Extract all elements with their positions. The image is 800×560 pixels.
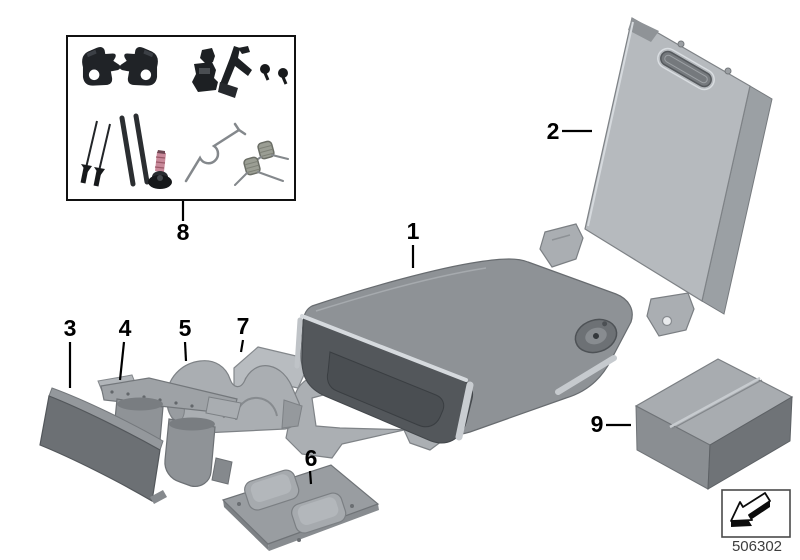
callout-2-label[interactable]: 2 <box>547 118 560 144</box>
kit-hook-bracket-right <box>119 47 158 86</box>
callout-1: 1 <box>407 218 420 268</box>
part-8-hardware-kit <box>66 35 296 201</box>
kit-clip <box>192 48 218 92</box>
kit-pin-2 <box>93 123 111 187</box>
callout-1-label[interactable]: 1 <box>407 218 420 244</box>
callout-9-label[interactable]: 9 <box>591 411 604 437</box>
doc-number: 506302 <box>732 538 782 555</box>
plate-bump-2 <box>291 492 347 534</box>
callouts: 1 2 3 4 5 6 7 8 <box>64 118 631 485</box>
armrest-pad-recess <box>326 351 445 428</box>
cup-well-2 <box>164 418 216 487</box>
kit-pin-1 <box>80 120 98 184</box>
panel-right-foot <box>646 292 695 337</box>
panel-left-foot <box>539 223 584 268</box>
callout-5-label[interactable]: 5 <box>179 315 192 341</box>
kit-torsion-spring-2 <box>234 156 284 186</box>
callout-4-label[interactable]: 4 <box>119 315 132 341</box>
part-3-cover-flap <box>39 387 167 504</box>
callout-2: 2 <box>547 118 592 144</box>
diagram-link-arrow-icon <box>730 492 771 527</box>
callout-7: 7 <box>237 313 250 353</box>
callout-7-label[interactable]: 7 <box>237 313 250 339</box>
callout-4: 4 <box>119 315 132 381</box>
kit-screw-small-2 <box>278 68 288 85</box>
panel-handle-slot <box>657 47 715 91</box>
part-2-rear-panel <box>539 17 773 337</box>
callout-8: 8 <box>177 201 190 245</box>
kit-bolt <box>148 150 172 189</box>
part-1-armrest <box>294 258 633 444</box>
part-5-insert <box>166 360 303 434</box>
part-9-box <box>634 358 794 490</box>
callout-6-label[interactable]: 6 <box>305 445 318 471</box>
kit-lever <box>218 46 252 98</box>
diagram-footer: 506302 <box>721 489 791 555</box>
plate-bump-1 <box>244 469 300 511</box>
kit-rod-2 <box>133 113 150 185</box>
kit-wire-spring <box>184 122 247 183</box>
kit-hook-bracket-left <box>82 47 121 86</box>
callout-3: 3 <box>64 315 77 388</box>
callout-8-label[interactable]: 8 <box>177 219 190 245</box>
kit-screw-small-1 <box>260 64 270 81</box>
kit-torsion-spring-1 <box>245 140 289 168</box>
callout-6: 6 <box>305 445 318 485</box>
callout-3-label[interactable]: 3 <box>64 315 77 341</box>
callout-9: 9 <box>591 411 631 437</box>
callout-5: 5 <box>179 315 192 362</box>
part-6-base-plate <box>221 464 380 551</box>
armrest-pivot <box>574 318 618 354</box>
kit-rod-1 <box>119 115 136 187</box>
